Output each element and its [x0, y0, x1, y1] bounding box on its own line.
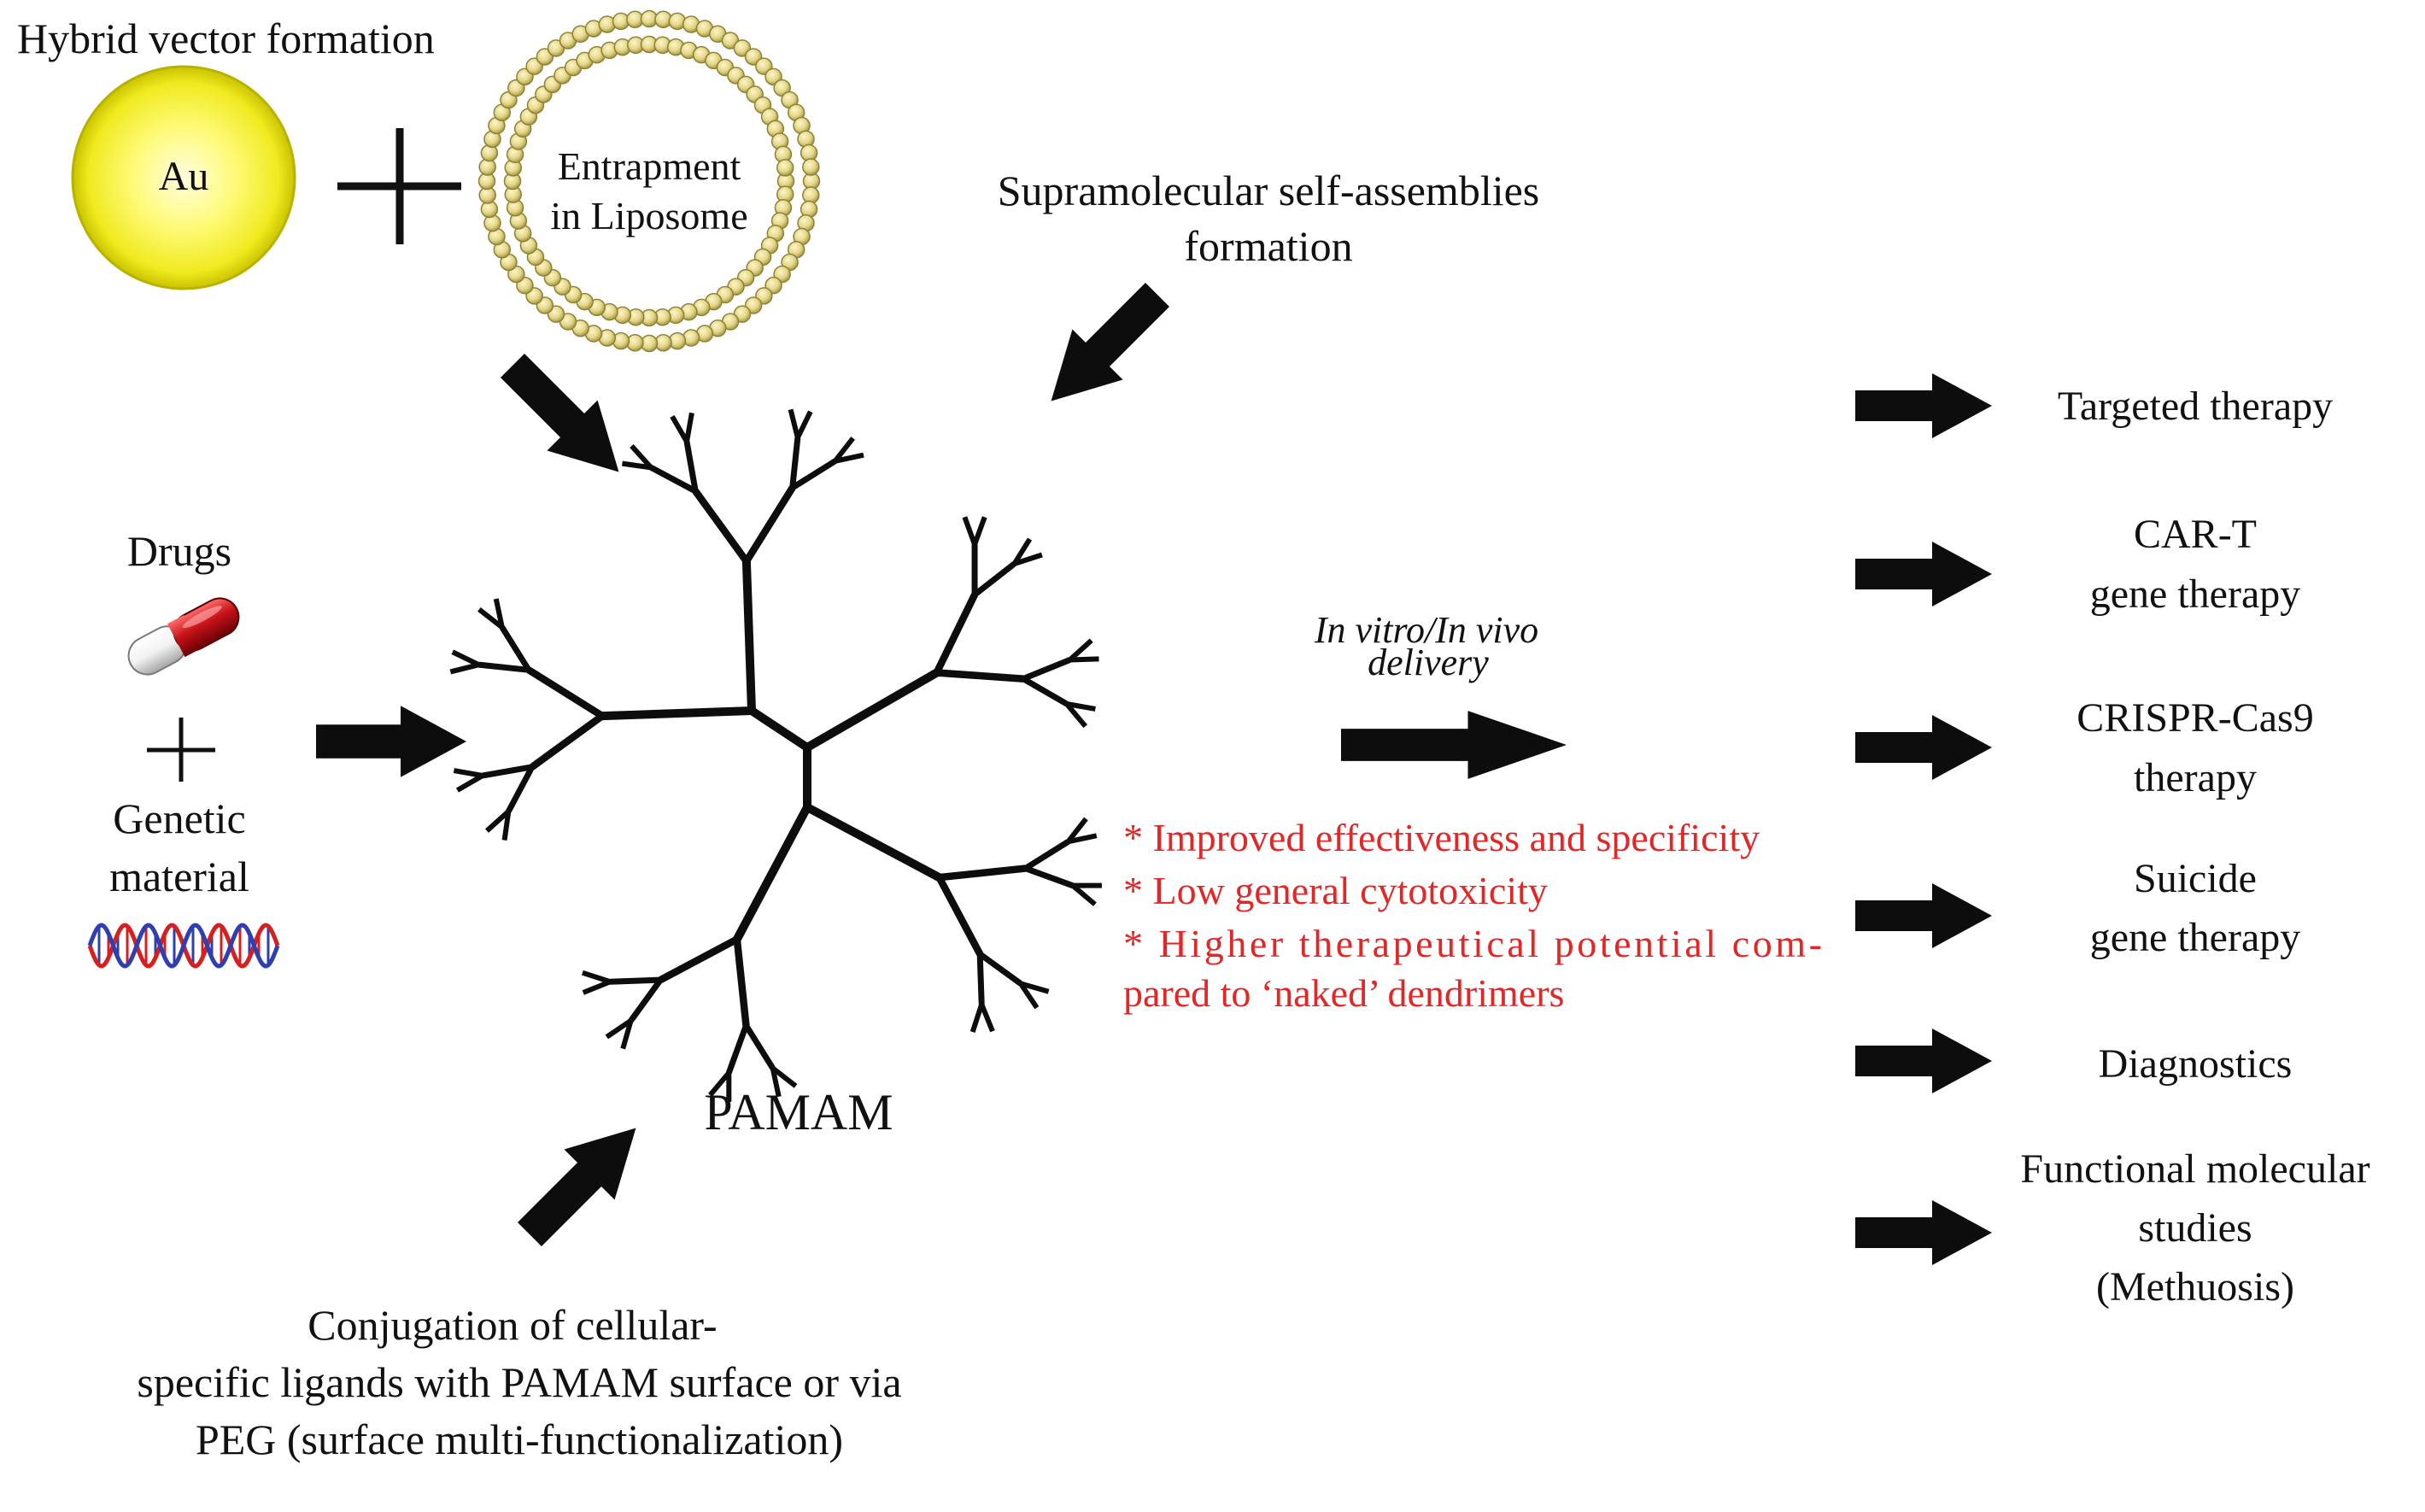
- dendrimer-icon: [449, 408, 1102, 1102]
- genetic-label-line1: Genetic: [113, 794, 245, 842]
- application-label: CRISPR-Cas9: [2076, 695, 2313, 741]
- application-label: Diagnostics: [2099, 1041, 2293, 1087]
- benefit-3: * Higher therapeutical potential com-: [1123, 922, 1822, 965]
- supramolecular-line1: Supramolecular self-assemblies: [998, 167, 1540, 214]
- liposome-icon: [477, 9, 821, 353]
- arrow-from-conjugation: [504, 1102, 662, 1260]
- arrow-from-supramolecular: [1025, 269, 1183, 427]
- application-arrow: [1855, 1029, 1992, 1093]
- application-label: studies: [2138, 1205, 2252, 1251]
- gold-label: Au: [159, 154, 209, 199]
- arrow-from-hybrid-vector: [487, 340, 645, 498]
- benefit-2: * Low general cytotoxicity: [1123, 869, 1548, 912]
- conjugation-line3: PEG (surface multi-functionalization): [196, 1415, 843, 1463]
- application-label: CAR-T: [2134, 512, 2257, 557]
- conjugation-line1: Conjugation of cellular-: [308, 1301, 717, 1349]
- supramolecular-line2: formation: [1184, 222, 1352, 270]
- application-label: gene therapy: [2090, 571, 2301, 617]
- liposome-label-line2: in Liposome: [550, 194, 747, 237]
- application-label: Suicide: [2134, 856, 2257, 901]
- pamam-label: PAMAM: [704, 1084, 893, 1140]
- application-arrow: [1855, 373, 1992, 438]
- arrow-from-inputs: [316, 706, 466, 777]
- application-arrow: [1855, 715, 1992, 780]
- application-arrow: [1855, 542, 1992, 607]
- gold-nanoparticle-icon: [71, 65, 296, 290]
- small-plus-icon: [147, 718, 215, 782]
- genetic-label-line2: material: [109, 853, 249, 900]
- delivery-line2: delivery: [1368, 642, 1489, 683]
- plus-icon: [337, 128, 461, 244]
- delivery-line1: In vitro/In vivo: [1314, 609, 1538, 651]
- benefit-3-cont: pared to ‘naked’ dendrimers: [1123, 971, 1564, 1015]
- hybrid-vector-group: Hybrid vector formation Au Entrapment in…: [17, 9, 821, 353]
- benefit-1: * Improved effectiveness and specificity: [1123, 816, 1760, 859]
- hybrid-vector-title: Hybrid vector formation: [17, 15, 435, 62]
- application-label: Functional molecular: [2020, 1146, 2369, 1192]
- conjugation-line2: specific ligands with PAMAM surface or v…: [137, 1358, 901, 1406]
- application-label: Targeted therapy: [2058, 384, 2333, 429]
- application-arrow: [1855, 883, 1992, 948]
- application-label: gene therapy: [2090, 915, 2301, 960]
- drugs-label: Drugs: [127, 527, 231, 575]
- liposome-label-line1: Entrapment: [558, 144, 741, 188]
- dna-icon: [87, 923, 280, 969]
- application-label: (Methuosis): [2096, 1264, 2294, 1310]
- application-arrow: [1855, 1200, 1992, 1265]
- delivery-arrow: [1341, 711, 1567, 779]
- capsule-icon: [127, 597, 240, 676]
- application-label: therapy: [2134, 755, 2257, 800]
